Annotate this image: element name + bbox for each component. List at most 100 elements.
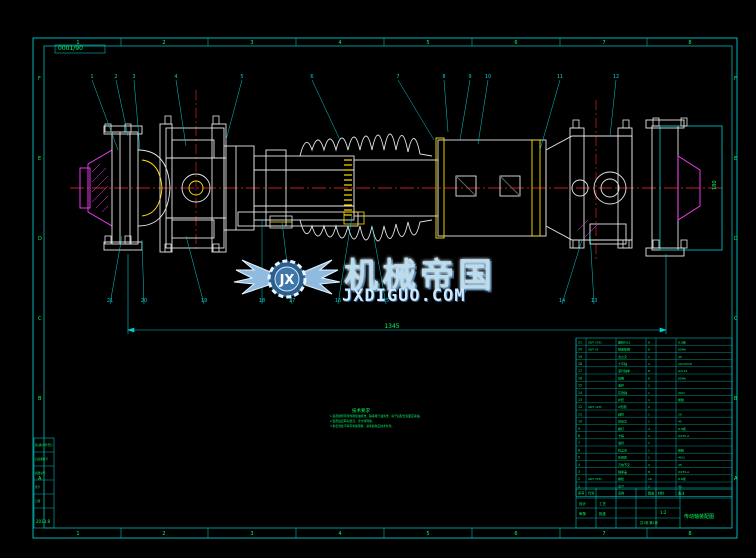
gear-wings-logo-icon: JX: [233, 259, 341, 299]
bolt-head: [572, 239, 580, 249]
bom-cell-material: 45: [678, 355, 682, 359]
leader-line: [609, 79, 617, 137]
inner-frame: [43, 45, 733, 529]
oil-cup-bottom: [269, 211, 365, 229]
bolt-head: [124, 123, 132, 133]
watermark-domain: JXDIGUO.COM: [342, 286, 466, 306]
zone-number-top: 4: [338, 40, 341, 46]
bom-cell-name: 螺栓M12: [618, 339, 630, 344]
title-block-sheet: 共1张 第1张: [640, 520, 659, 525]
bom-cell-no: 5: [578, 456, 580, 460]
bolt-head: [680, 239, 688, 249]
bolt-head: [212, 115, 220, 125]
bom-cell-no: 20: [578, 348, 582, 352]
callout-number: 10: [485, 74, 491, 80]
bolt-head: [652, 117, 660, 127]
bolt-head: [164, 115, 172, 125]
title-block-name: 传动轴装配图: [684, 513, 714, 520]
zone-letter-left: D: [38, 236, 42, 242]
leader-line: [115, 79, 129, 137]
dust-boot-upper: [299, 133, 433, 157]
bolt-head: [622, 119, 630, 129]
zone-letter-left: E: [38, 156, 41, 162]
bolt-head: [572, 119, 580, 129]
bom-cell-no: 1: [578, 484, 580, 488]
bom-cell-qty: 1: [648, 441, 650, 445]
leader-line: [371, 225, 387, 305]
bom-cell-name: 防尘罩: [618, 447, 627, 452]
bom-cell-material: 橡胶: [678, 447, 684, 452]
bom-header-cell: 数量: [648, 491, 655, 496]
bom-cell-qty: 2: [648, 463, 650, 467]
bom-cell-name: 卡箍: [618, 433, 624, 438]
tech-req-line-1: 1.装配前所有零件用煤油清洗，轴承用汽油清洗，晾干后配合表面应涂油。: [330, 414, 422, 418]
zone-letter-right: C: [734, 316, 738, 322]
dust-boot-lower: [299, 219, 433, 242]
bom-cell-qty: 8: [648, 470, 650, 474]
bom-cell-qty: 8: [648, 348, 650, 352]
bom-header-cell: 备注: [678, 491, 685, 496]
zone-letter-right: E: [734, 156, 737, 162]
spline-sleeve: [237, 149, 439, 227]
bom-cell-material: 20: [678, 412, 682, 416]
leader-line: [185, 235, 205, 305]
bom-cell-qty: 1: [648, 355, 650, 359]
bom-cell-name: 花键套: [618, 455, 627, 460]
outer-frame: [32, 37, 738, 539]
bom-cell-qty: 8: [648, 369, 650, 373]
bom-cell-name: 油杯: [618, 383, 624, 388]
title-block-label-3: 工艺: [599, 501, 607, 506]
leader-line: [175, 79, 187, 147]
bom-cell-code: GB/T 1235: [588, 405, 602, 409]
callout-number: 8: [442, 74, 445, 80]
bom-cell-qty: 8: [648, 340, 650, 344]
leader-line: [477, 79, 489, 145]
title-block-label-1: 设计: [579, 501, 587, 506]
bom-cell-qty: 16: [648, 477, 652, 481]
bom-cell-name: 滚针轴承: [618, 368, 630, 373]
bom-cell-qty: 2: [648, 434, 650, 438]
leader-line: [91, 79, 119, 151]
title-block-label-4: 批准: [599, 511, 607, 516]
bolt-head: [622, 239, 630, 249]
bom-header-cell: 名称: [618, 491, 625, 496]
bom-cell-qty: 1: [648, 420, 650, 424]
bom-cell-material: 45: [678, 420, 682, 424]
bom-cell-material: 65Mn: [678, 376, 686, 380]
bom-cell-material: Q235-A: [678, 434, 690, 438]
bom-cell-no: 19: [578, 355, 582, 359]
bom-cell-no: 3: [578, 470, 580, 474]
leader-line: [459, 79, 471, 141]
overall-dimension: [127, 254, 667, 334]
callout-number: 21: [107, 298, 113, 304]
side-block: [33, 437, 55, 529]
bom-cell-no: 7: [578, 441, 580, 445]
callout-number: 13: [591, 298, 597, 304]
side-block-2: 旧底图总号: [35, 457, 48, 461]
zone-number-bottom: 8: [688, 531, 691, 537]
bom-cell-no: 13: [578, 398, 582, 402]
bom-cell-name: 挡圈: [618, 375, 624, 380]
bolt-head: [680, 117, 688, 127]
leader-line: [109, 235, 123, 305]
end-dimension: 180: [712, 180, 718, 190]
bom-cell-name: 焊接叉: [618, 419, 627, 424]
zone-number-bottom: 1: [76, 531, 79, 537]
tech-req-title: 技术要求: [352, 407, 370, 414]
bom-cell-name: 法兰叉: [618, 354, 627, 359]
bom-cell-material: GCr15: [678, 369, 688, 373]
bom-cell-name: 油封: [618, 440, 624, 445]
bom-cell-material: 40Cr: [678, 456, 686, 460]
bom-cell-no: 10: [578, 420, 582, 424]
